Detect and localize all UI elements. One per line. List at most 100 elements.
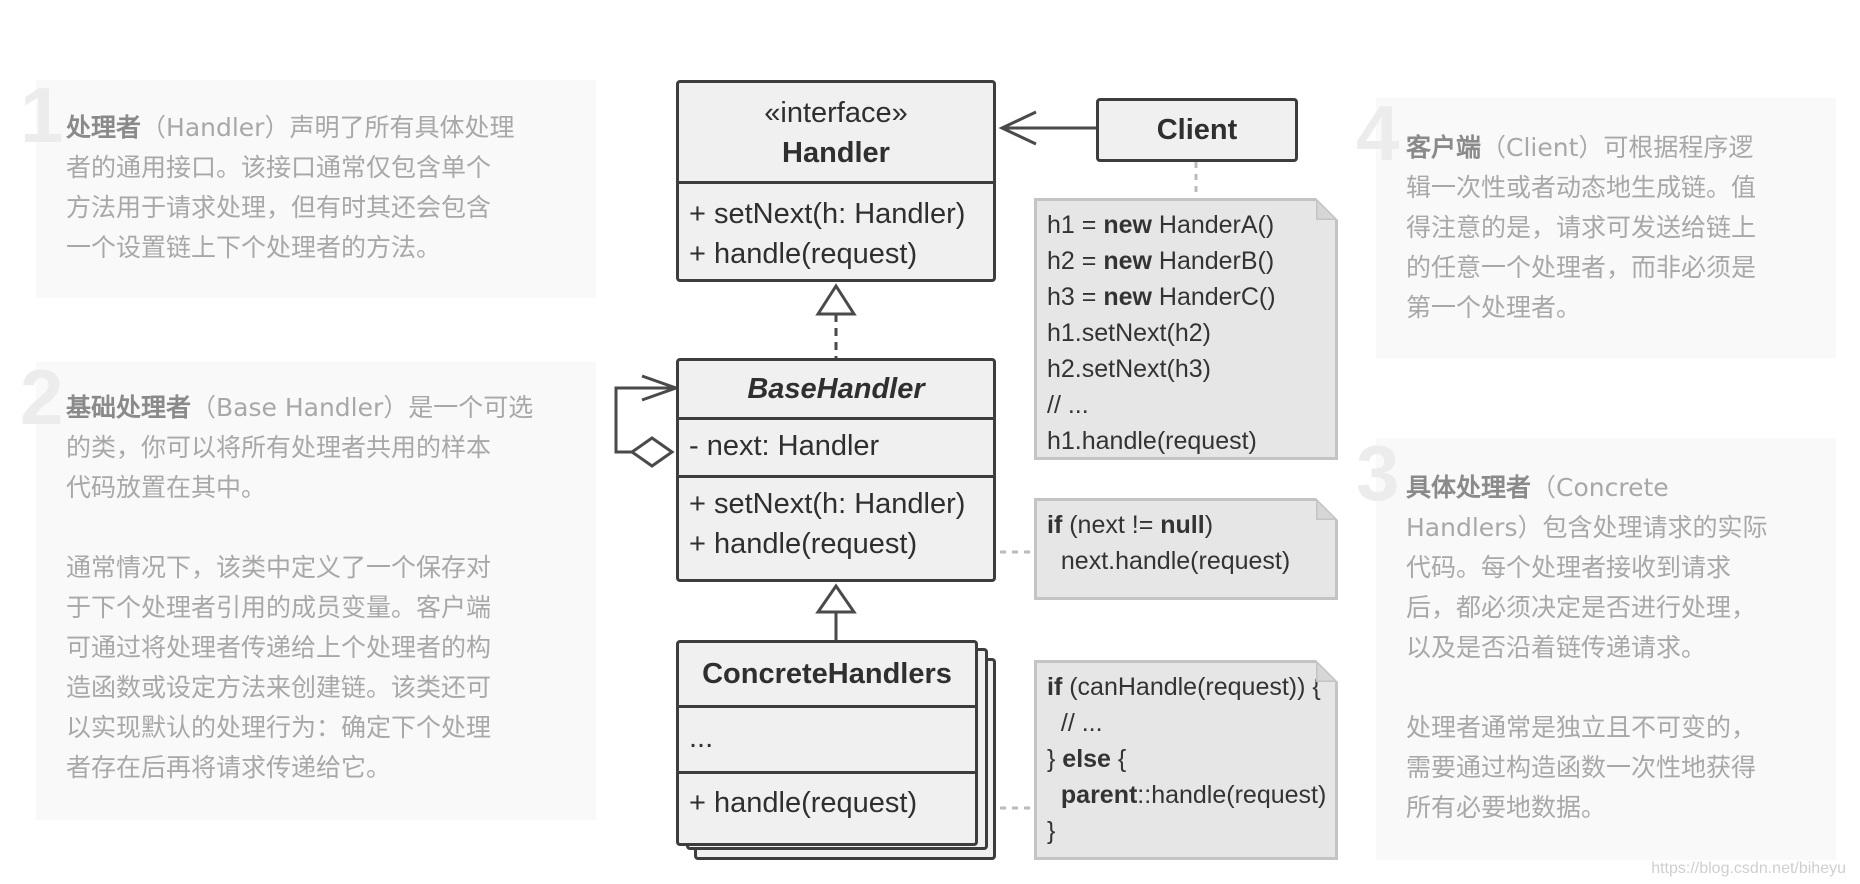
note-line: 所有必要地数据。 <box>1406 793 1607 822</box>
watermark: https://blog.csdn.net/biheyu <box>1651 860 1846 877</box>
code-text: h3 = <box>1047 283 1104 311</box>
note-fold-icon <box>1316 660 1338 682</box>
note-line: 可通过将处理者传递给上个处理者的构 <box>66 633 492 662</box>
realization-arrowhead <box>815 283 857 316</box>
code-line: h2.setNext(h3) <box>1047 351 1325 387</box>
note-term-1: 处理者 <box>66 113 142 142</box>
code-line: } <box>1047 813 1325 849</box>
note-line: 一个设置链上下个处理者的方法。 <box>66 233 442 262</box>
code-keyword: new <box>1103 247 1152 275</box>
note-term-2: 基础处理者 <box>66 393 192 422</box>
note-line: 辑一次性或者动态地生成链。值 <box>1406 173 1757 202</box>
concrete-method: + handle(request) <box>689 787 918 819</box>
code-line: h3 = new HanderC() <box>1047 279 1325 315</box>
note-line: 的任意一个处理者，而非必须是 <box>1406 253 1757 282</box>
note-line: Handlers）包含处理请求的实际 <box>1406 513 1768 542</box>
concrete-handlers-name: ConcreteHandlers <box>702 658 952 690</box>
handler-method: + handle(request) <box>689 238 918 270</box>
note-line: （Handler）声明了所有具体处理 <box>141 113 515 142</box>
concrete-field: ... <box>689 722 714 754</box>
note-panel-4 <box>1376 98 1836 358</box>
note-text-1: 处理者（Handler）声明了所有具体处理 者的通用接口。该接口通常仅包含单个 … <box>66 108 586 268</box>
code-text: } <box>1047 745 1063 773</box>
code-keyword: if <box>1047 511 1063 539</box>
code-text: h1.setNext(h2) <box>1047 319 1211 347</box>
code-keyword: new <box>1103 211 1152 239</box>
code-text: h1.handle(request) <box>1047 427 1257 455</box>
note-panel-2 <box>36 362 596 820</box>
code-line: h1.setNext(h2) <box>1047 315 1325 351</box>
code-line: // ... <box>1047 705 1325 741</box>
note-number-4: 4 <box>1356 89 1400 177</box>
base-handler-method: + handle(request) <box>689 528 918 560</box>
base-handler-box: BaseHandler - next: Handler + setNext(h:… <box>676 358 996 582</box>
client-association-arrowhead <box>998 110 1037 146</box>
concrete-code-note: if (canHandle(request)) { // ...} else {… <box>1034 660 1338 860</box>
code-text: // ... <box>1047 709 1103 737</box>
note-text-4: 客户端（Client）可根据程序逻 辑一次性或者动态地生成链。值 得注意的是，请… <box>1406 128 1836 328</box>
code-keyword: null <box>1160 511 1205 539</box>
code-keyword: else <box>1062 745 1111 773</box>
note-line: 的类，你可以将所有处理者共用的样本 <box>66 433 492 462</box>
note-line: （Client）可根据程序逻 <box>1481 133 1754 162</box>
note-line: 以及是否沿着链传递请求。 <box>1406 633 1707 662</box>
code-keyword: parent <box>1047 781 1138 809</box>
generalization-arrowhead <box>815 583 857 614</box>
code-keyword: new <box>1103 283 1152 311</box>
code-text: (next != <box>1062 511 1161 539</box>
code-line: h2 = new HanderB() <box>1047 243 1325 279</box>
client-box: Client <box>1096 98 1298 162</box>
handler-interface-box: «interface» Handler + setNext(h: Handler… <box>676 80 996 282</box>
note-line: （Concrete <box>1531 473 1669 502</box>
note-fold-icon <box>1316 498 1338 520</box>
note-line: 者存在后再将请求传递给它。 <box>66 753 392 782</box>
note-line: 处理者通常是独立且不可变的， <box>1406 713 1757 742</box>
note-number-2: 2 <box>20 353 64 441</box>
note-line: 方法用于请求处理，但有时其还会包含 <box>66 193 492 222</box>
code-line: if (canHandle(request)) { <box>1047 669 1325 705</box>
note-fold-icon <box>1316 198 1338 220</box>
code-text: ::handle(request) <box>1137 781 1327 809</box>
code-text: HanderC() <box>1151 283 1276 311</box>
code-line: if (next != null) <box>1047 507 1325 543</box>
code-line: } else { <box>1047 741 1325 777</box>
note-text-2: 基础处理者（Base Handler）是一个可选 的类，你可以将所有处理者共用的… <box>66 388 586 788</box>
aggregation-line <box>614 386 676 454</box>
code-text: { <box>1110 745 1127 773</box>
note-line: 者的通用接口。该接口通常仅包含单个 <box>66 153 492 182</box>
note-line: 后，都必须决定是否进行处理， <box>1406 593 1757 622</box>
code-text: ) <box>1204 511 1214 539</box>
aggregation-diamond <box>629 436 675 468</box>
note-text-3: 具体处理者（Concrete Handlers）包含处理请求的实际 代码。每个处… <box>1406 468 1836 828</box>
code-text: h2.setNext(h3) <box>1047 355 1211 383</box>
note-panel-1 <box>36 80 596 298</box>
note-line: （Base Handler）是一个可选 <box>191 393 534 422</box>
note-line: 需要通过构造函数一次性地获得 <box>1406 753 1757 782</box>
note-line: 代码。每个处理者接收到请求 <box>1406 553 1732 582</box>
client-code-note: h1 = new HanderA()h2 = new HanderB()h3 =… <box>1034 198 1338 460</box>
code-text: h1 = <box>1047 211 1104 239</box>
code-line: parent::handle(request) <box>1047 777 1327 813</box>
base-handler-method: + setNext(h: Handler) <box>689 488 966 520</box>
note-line: 代码放置在其中。 <box>66 473 267 502</box>
code-text: // ... <box>1047 391 1089 419</box>
code-line: // ... <box>1047 387 1325 423</box>
note-number-3: 3 <box>1356 429 1400 517</box>
code-line: next.handle(request) <box>1047 543 1325 579</box>
client-name: Client <box>1156 114 1238 146</box>
note-line: 得注意的是，请求可发送给链上 <box>1406 213 1757 242</box>
note-term-4: 客户端 <box>1406 133 1482 162</box>
note-line: 第一个处理者。 <box>1406 293 1582 322</box>
code-keyword: if <box>1047 673 1063 701</box>
base-code-note: if (next != null) next.handle(request) <box>1034 498 1338 600</box>
note-line: 造函数或设定方法来创建链。该类还可 <box>66 673 492 702</box>
code-line: h1 = new HanderA() <box>1047 207 1325 243</box>
note-line: 于下个处理者引用的成员变量。客户端 <box>66 593 492 622</box>
code-line: h1.handle(request) <box>1047 423 1325 459</box>
code-text: next.handle(request) <box>1047 547 1291 575</box>
note-line: 以实现默认的处理行为：确定下个处理 <box>66 713 492 742</box>
base-handler-field: - next: Handler <box>689 430 880 462</box>
note-number-1: 1 <box>20 71 64 159</box>
handler-method: + setNext(h: Handler) <box>689 198 966 230</box>
code-text: HanderB() <box>1151 247 1275 275</box>
